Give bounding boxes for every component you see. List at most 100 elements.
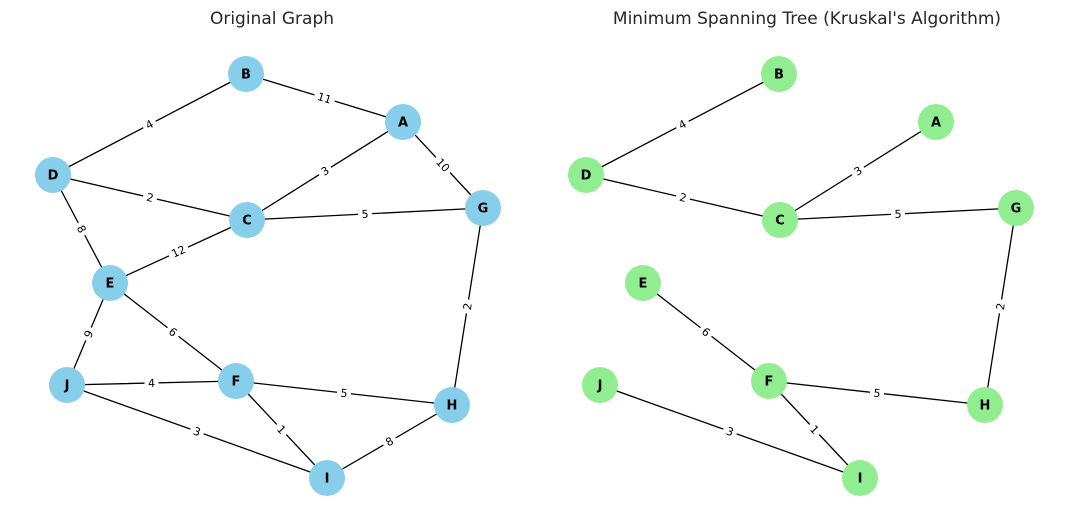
edge-weight-G-H: 2 [992, 298, 1009, 315]
panel-title-original: Original Graph [210, 9, 334, 29]
edge-weight-B-A: 11 [312, 88, 337, 108]
node-D [568, 157, 604, 193]
node-F [751, 363, 787, 399]
node-label-F: F [232, 375, 241, 390]
edge-label-bg [163, 322, 183, 342]
node-B [228, 56, 264, 92]
edge-weight-label: 12 [170, 243, 188, 261]
node-label-D: D [581, 169, 592, 184]
edge-weight-F-I: 1 [271, 419, 292, 440]
edge-weight-F-H: 5 [869, 385, 885, 401]
edge-weight-D-C: 2 [141, 189, 159, 206]
node-label-H: H [447, 399, 458, 414]
node-C [229, 202, 265, 238]
node-label-A: A [931, 116, 941, 131]
edge-label-bg [140, 115, 159, 134]
node-B [761, 56, 797, 92]
edge-label-bg [188, 422, 206, 441]
edge-label-bg [357, 206, 373, 222]
node-label-G: G [1011, 202, 1022, 217]
edge-weight-C-G: 5 [890, 206, 906, 222]
edge-label-bg [721, 422, 739, 441]
node-label-J: J [64, 379, 70, 394]
node-A [918, 104, 954, 140]
edge-label-bg [144, 375, 159, 391]
edge-label-bg [315, 161, 335, 181]
node-E [92, 265, 128, 301]
node-label-E: E [106, 277, 115, 292]
edge-label-bg [890, 206, 906, 222]
node-A [385, 104, 421, 140]
node-C [762, 202, 798, 238]
edge-weight-G-H: 2 [459, 298, 476, 315]
edge-label-bg [459, 298, 476, 315]
edge-weight-label: 3 [724, 425, 735, 440]
node-label-I: I [858, 472, 863, 487]
edge-weight-E-F: 6 [696, 322, 716, 342]
edge-label-bg [271, 419, 292, 440]
edge-label-bg [848, 161, 868, 181]
node-J [49, 367, 85, 403]
edge-weight-label: 11 [316, 90, 333, 107]
edge-weight-label: 3 [191, 425, 202, 440]
edge-label-bg [696, 322, 716, 342]
edge-weight-J-I: 3 [188, 422, 206, 441]
edge-weight-label: 2 [994, 302, 1008, 311]
edge-weight-B-D: 4 [140, 115, 159, 134]
node-H [967, 387, 1003, 423]
node-label-D: D [48, 169, 59, 184]
edge-label-bg [379, 431, 400, 452]
node-F [218, 363, 254, 399]
edge-label-bg [674, 189, 692, 206]
edge-weight-label: 2 [145, 191, 155, 205]
edge-weight-D-C: 2 [674, 189, 692, 206]
edge-weight-C-G: 5 [357, 206, 373, 222]
edge-label-bg [992, 298, 1009, 315]
edge-weight-label: 9 [81, 328, 96, 340]
edge-weight-J-F: 4 [144, 375, 159, 391]
node-G [998, 190, 1034, 226]
edge-weight-label: 2 [678, 191, 688, 205]
edge-weight-label: 5 [894, 208, 902, 221]
panel-title-mst: Minimum Spanning Tree (Kruskal's Algorit… [613, 9, 1001, 29]
edge-weight-label: 2 [461, 302, 475, 311]
node-label-J: J [597, 379, 603, 394]
edge-weight-D-E: 8 [72, 219, 91, 239]
node-I [309, 460, 345, 496]
edge-label-bg [804, 419, 825, 440]
node-I [842, 460, 878, 496]
edge-weight-label: 5 [361, 208, 369, 221]
edge-weight-label: 5 [340, 387, 348, 401]
edge-weight-F-I: 1 [804, 419, 825, 440]
node-label-B: B [241, 68, 251, 83]
node-E [625, 265, 661, 301]
edge-weight-A-C: 3 [848, 161, 868, 181]
node-label-C: C [242, 214, 252, 229]
node-label-G: G [478, 202, 489, 217]
node-label-I: I [325, 472, 330, 487]
edge-label-bg [869, 385, 885, 401]
edge-weight-F-H: 5 [336, 385, 352, 401]
edge-weight-label: 5 [873, 387, 881, 401]
edge-weight-E-F: 6 [163, 322, 183, 342]
edge-weight-E-J: 9 [79, 324, 98, 344]
node-label-C: C [775, 214, 785, 229]
edge-weight-B-D: 4 [673, 115, 692, 134]
edge-label-bg [166, 240, 191, 263]
edge-weight-label: 4 [148, 377, 155, 390]
edge-label-bg [336, 385, 352, 401]
edge-label-bg [72, 219, 91, 239]
node-D [35, 157, 71, 193]
node-label-F: F [765, 375, 774, 390]
node-label-B: B [774, 68, 784, 83]
edge-label-bg [430, 152, 456, 178]
node-H [434, 387, 470, 423]
node-label-E: E [639, 277, 648, 292]
edge-label-bg [312, 88, 337, 108]
edge-weight-C-E: 12 [166, 240, 191, 263]
edge-label-bg [673, 115, 692, 134]
edge-label-bg [141, 189, 159, 206]
